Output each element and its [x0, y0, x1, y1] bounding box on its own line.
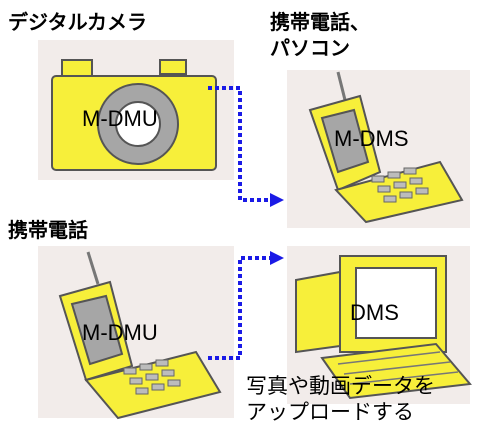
mobile-phone-icon: [308, 71, 464, 224]
upload-caption-line1: 写真や動画データを: [246, 374, 435, 398]
phone-top-role-label: M-DMS: [334, 126, 409, 151]
upload-arrow-top: [208, 86, 284, 207]
desktop-computer-icon: [295, 255, 472, 400]
upload-caption-line2: アップロードする: [246, 400, 414, 424]
camera-role-label: M-DMU: [82, 106, 158, 131]
heading-digital-camera: デジタルカメラ: [8, 10, 147, 34]
phone-bottom-role-label: M-DMU: [82, 320, 158, 345]
heading-phone-pc-line1: 携帯電話、: [270, 10, 370, 34]
camera-icon: [51, 59, 217, 171]
mobile-phone-icon: [58, 251, 222, 420]
upload-arrow-bottom: [208, 251, 284, 360]
heading-mobile-phone: 携帯電話: [8, 218, 88, 242]
heading-phone-pc-line2: パソコン: [270, 36, 350, 60]
pc-role-label: DMS: [350, 300, 399, 325]
